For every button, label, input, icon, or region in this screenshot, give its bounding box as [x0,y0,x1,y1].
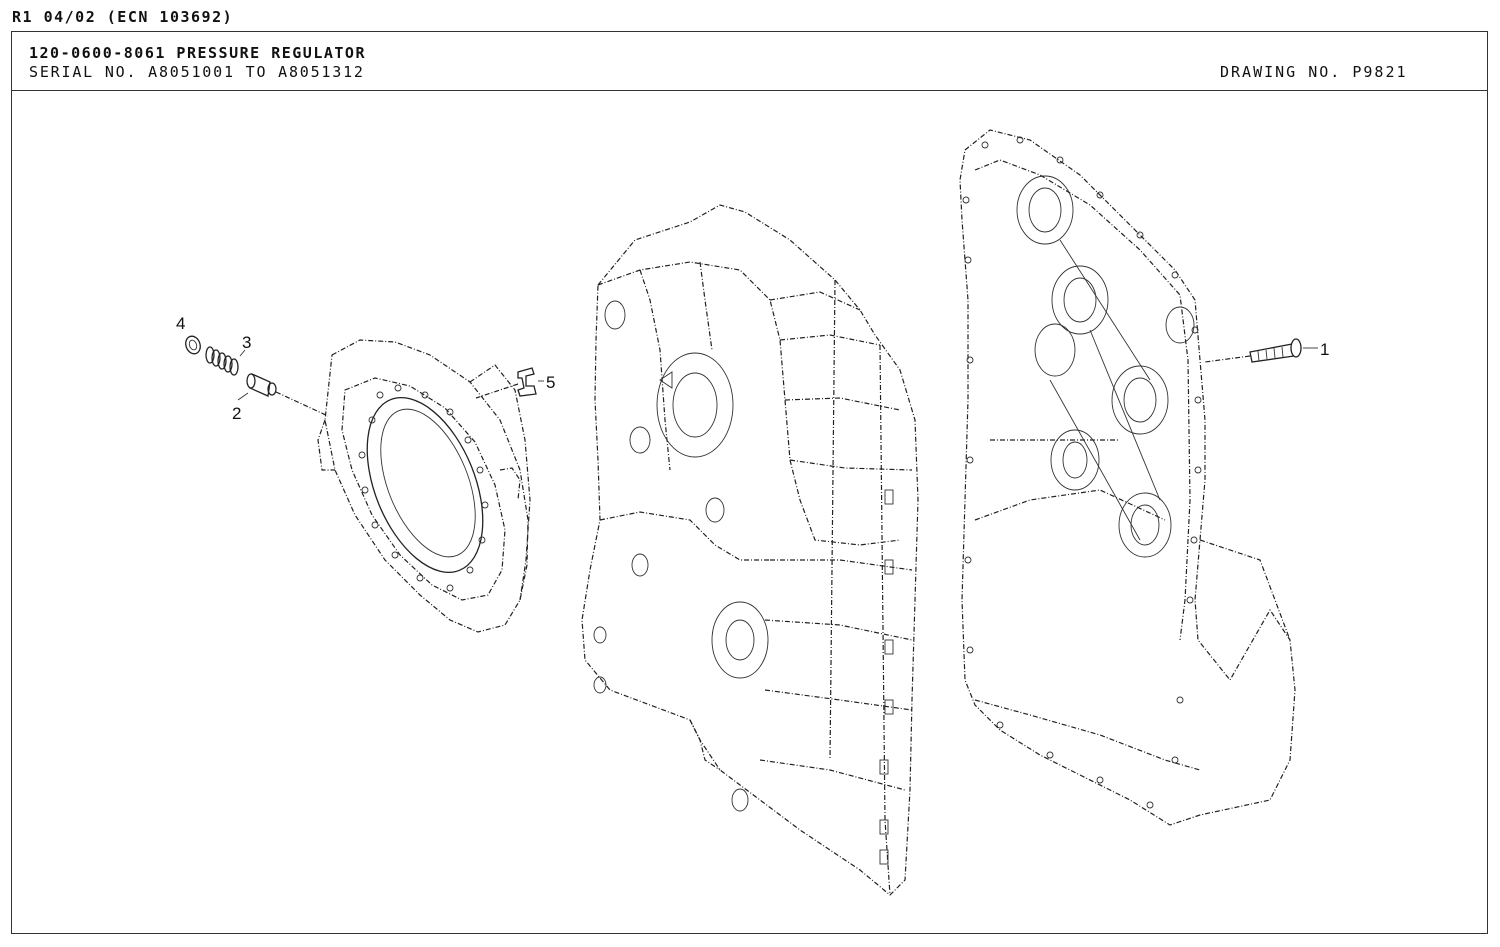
cover-plate [959,129,1296,826]
callout-5: 5 [546,373,555,392]
header-divider [12,90,1487,91]
revision-label: R1 04/02 (ECN 103692) [12,8,234,26]
drawing-number: DRAWING NO. P9821 [1220,63,1408,81]
callout-2: 2 [232,404,241,423]
part-1-plug [1204,338,1302,363]
part-3-spring [205,346,239,376]
part-4-ring [185,335,201,355]
leader-3 [239,349,246,357]
regulator-housing [317,339,531,633]
leader-2 [237,392,249,401]
page-title: 120-0600-8061 PRESSURE REGULATOR [29,44,366,62]
serial-range: SERIAL NO. A8051001 TO A8051312 [29,63,365,81]
transmission-housing [581,204,919,896]
callout-3: 3 [242,333,251,352]
callout-4: 4 [176,314,185,333]
part-5-clip [475,367,537,399]
part-2-piston [246,373,329,417]
callout-1: 1 [1320,340,1329,359]
drawing-frame: 120-0600-8061 PRESSURE REGULATOR SERIAL … [11,31,1488,934]
